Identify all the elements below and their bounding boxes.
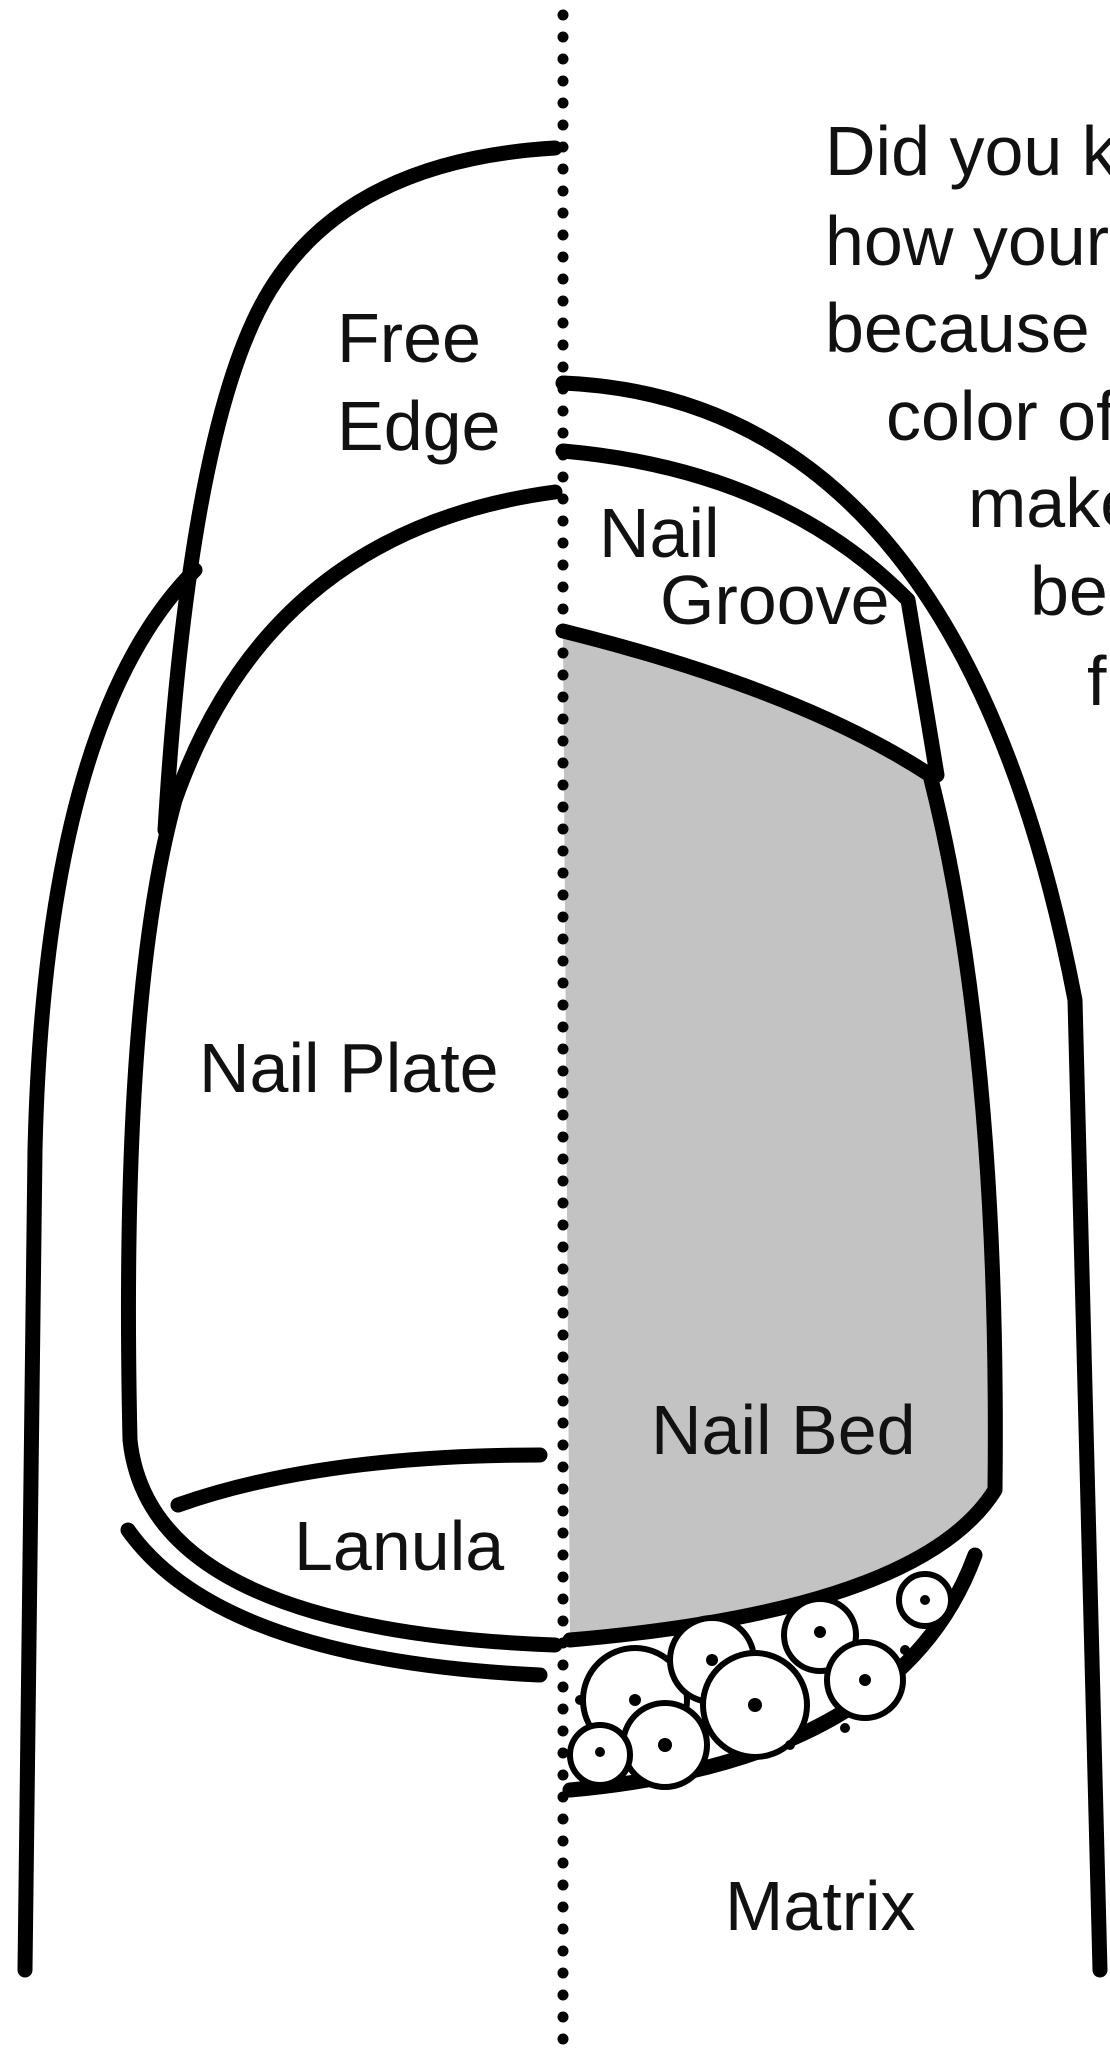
label-nail-plate: Nail Plate xyxy=(199,1029,499,1107)
label-lanula: Lanula xyxy=(294,1507,504,1585)
label-nail-groove-2: Groove xyxy=(660,561,890,639)
side-text-line-5: make xyxy=(968,464,1110,542)
label-nail-bed: Nail Bed xyxy=(651,1391,916,1469)
side-text-line-6: be xyxy=(1030,552,1108,630)
side-text-line-2: how your xyxy=(825,202,1109,280)
label-matrix: Matrix xyxy=(725,1867,916,1945)
side-text-line-7: f xyxy=(1087,642,1107,720)
label-free-edge-1: Free xyxy=(337,299,481,377)
free-edge-outline xyxy=(165,148,555,830)
side-text-line-1: Did you k xyxy=(825,112,1110,190)
side-text-line-3: because xyxy=(825,289,1090,367)
lanula-arc xyxy=(178,1455,540,1505)
side-text-line-4: color of xyxy=(886,377,1110,455)
label-free-edge-2: Edge xyxy=(337,387,500,465)
